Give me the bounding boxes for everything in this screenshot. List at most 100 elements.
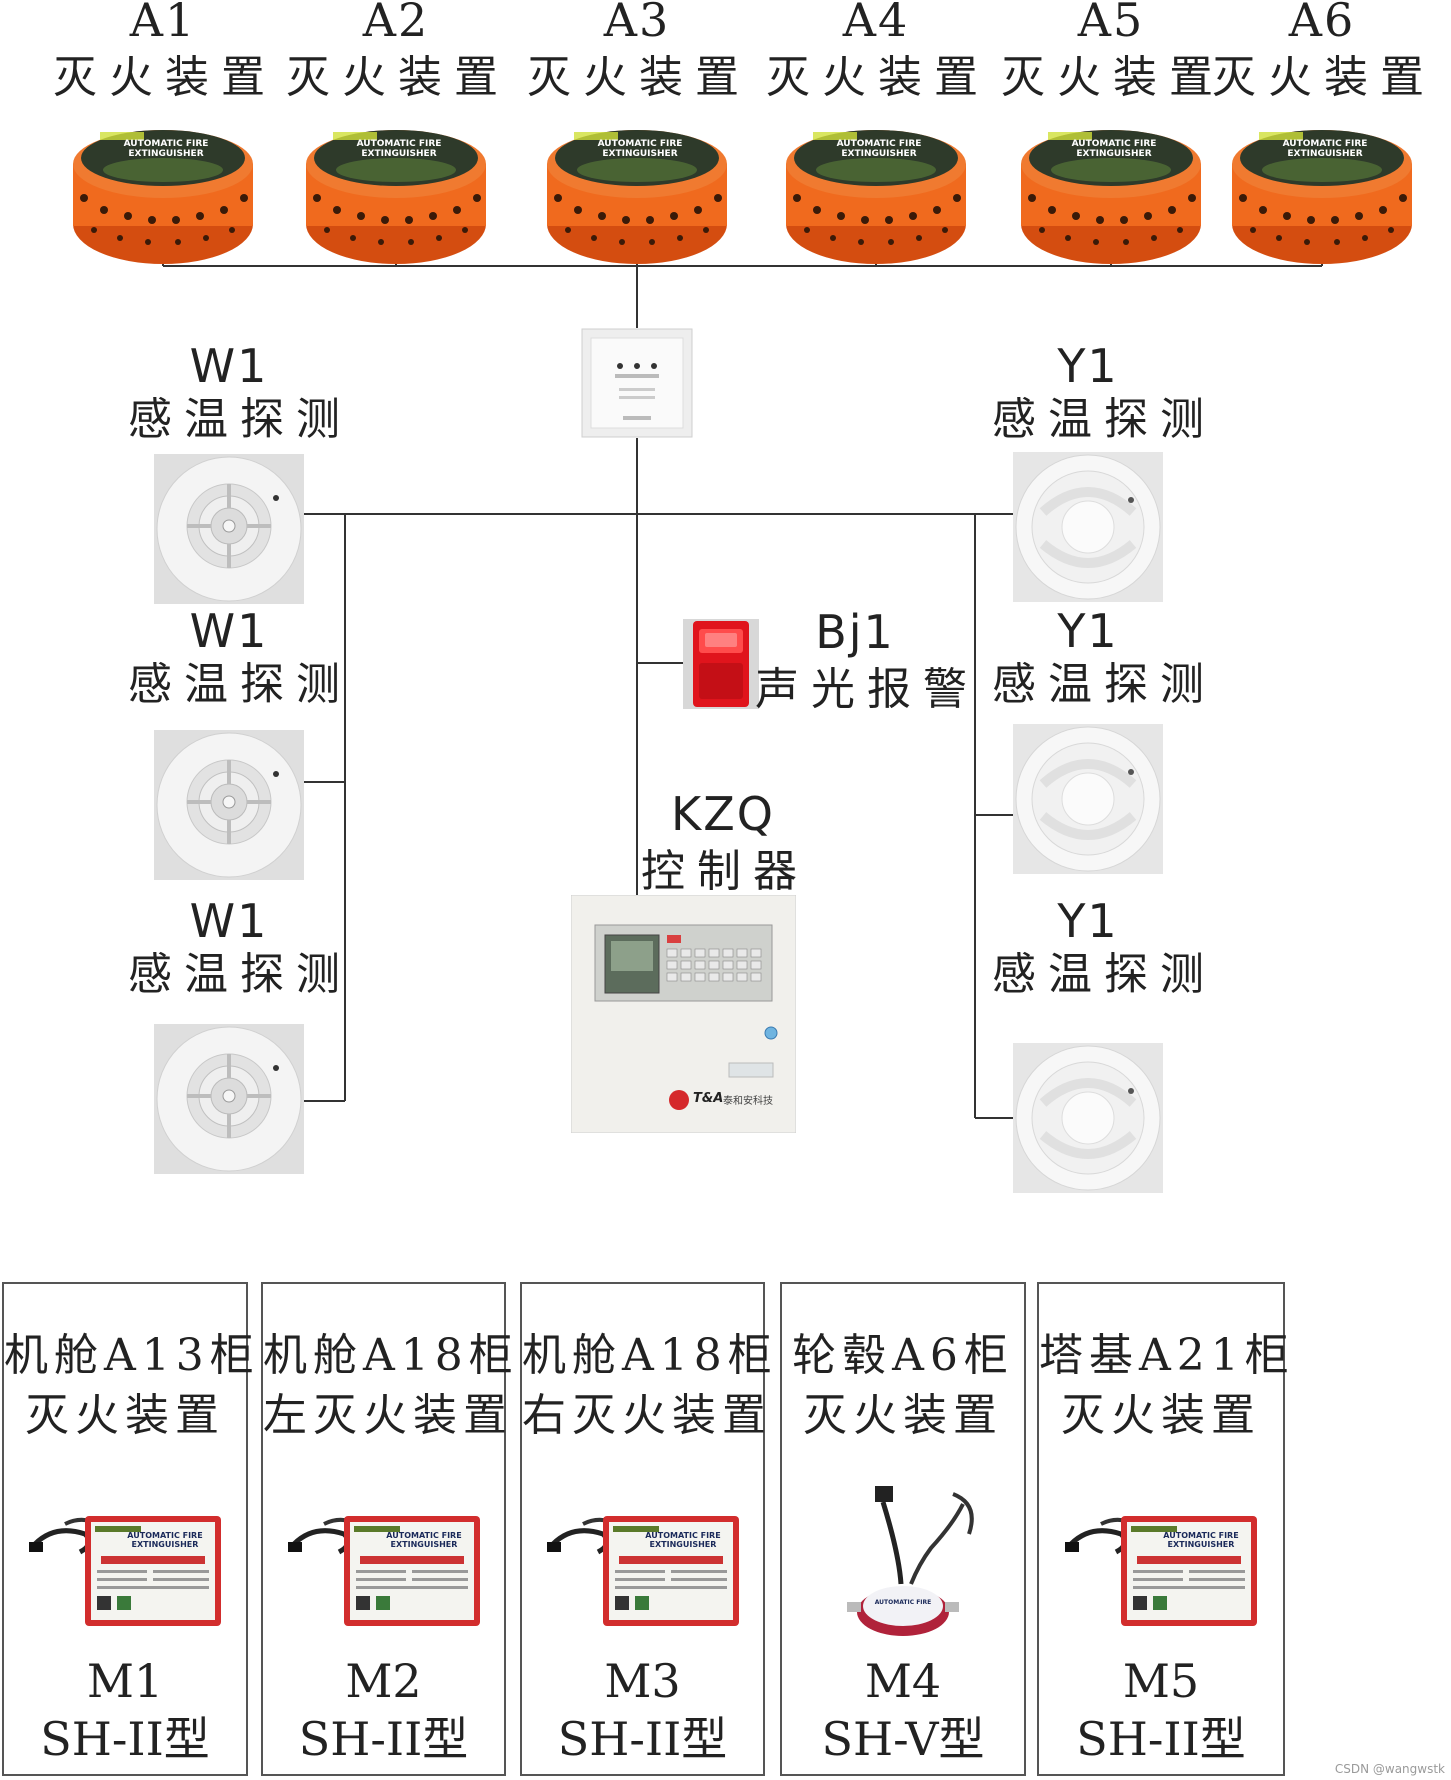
panel-device: AUTOMATIC FIRE EXTINGUISHER [25,1504,225,1638]
extinguisher-device: AUTOMATIC FIRE EXTINGUISHER [1018,112,1204,272]
extinguisher-code: A3 [603,0,671,47]
svg-text:EXTINGUISHER: EXTINGUISHER [649,1540,716,1549]
heat-detector-device [154,730,304,880]
svg-text:AUTOMATIC FIRE: AUTOMATIC FIRE [386,1531,461,1540]
extinguisher-code: A4 [842,0,910,47]
round-extinguisher-icon: AUTOMATIC FIRE EXTINGUISHER [547,130,727,264]
heat-detector-device [154,1024,304,1174]
alarm-label: 声光报警 [755,664,979,715]
panel-title: 机舱A13柜灭火装置 [4,1330,260,1441]
round-extinguisher-icon: AUTOMATIC FIRE EXTINGUISHER [73,130,253,264]
disc-extinguisher-icon: AUTOMATIC FIRE [847,1486,974,1636]
extinguisher-device: AUTOMATIC FIRE EXTINGUISHER [783,112,969,272]
controller-brand-cn: 泰和安科技 [723,1096,773,1107]
controller-code: KZQ [671,787,775,841]
controller-panel: T&A 泰和安科技 [570,894,797,1134]
extinguisher-device: AUTOMATIC FIRE EXTINGUISHER [303,112,489,272]
strobe-alarm-icon [683,619,759,709]
extinguisher-label: 灭火装置 [527,52,751,103]
controller-brand: T&A [693,1091,724,1106]
heat-detector-code: W1 [189,339,269,393]
panel-device: AUTOMATIC FIRE EXTINGUISHER [1061,1504,1261,1638]
device-panel: 机舱A13柜灭火装置 AUTOMATIC FIRE EXTINGUISHER M… [2,1282,260,1776]
svg-text:EXTINGUISHER: EXTINGUISHER [602,149,677,159]
panel-title: 轮毂A6柜灭火装置 [792,1330,1014,1441]
svg-text:AUTOMATIC FIRE: AUTOMATIC FIRE [645,1531,720,1540]
panel-device: AUTOMATIC FIRE EXTINGUISHER [543,1504,743,1638]
svg-text:AUTOMATIC FIRE: AUTOMATIC FIRE [127,1531,202,1540]
round-extinguisher-icon: AUTOMATIC FIRE EXTINGUISHER [306,130,486,264]
detector-code: Y1 [1057,339,1119,393]
io-module-icon [581,328,693,438]
extinguisher-label: 灭火装置 [766,52,990,103]
detector-icon [1013,1043,1163,1193]
device-panel: 机舱A18柜右灭火装置 AUTOMATIC FIRE EXTINGUISHER … [520,1282,778,1776]
panel-title: 塔基A21柜灭火装置 [1039,1330,1295,1441]
controller-panel-icon [570,894,797,1134]
extinguisher-code: A1 [129,0,197,47]
heat-detector-icon [154,454,304,604]
round-extinguisher-icon: AUTOMATIC FIRE EXTINGUISHER [1232,130,1412,264]
svg-text:EXTINGUISHER: EXTINGUISHER [390,1540,457,1549]
alarm-device [683,619,759,709]
detector-label: 感温探测 [992,949,1216,1000]
device-panel: 塔基A21柜灭火装置 AUTOMATIC FIRE EXTINGUISHER M… [1037,1282,1295,1776]
extinguisher-device: AUTOMATIC FIRE EXTINGUISHER [1229,112,1415,272]
extinguisher-label: 灭火装置 [1001,52,1225,103]
device-panel: 机舱A18柜左灭火装置 AUTOMATIC FIRE EXTINGUISHER … [261,1282,519,1776]
extinguisher-label: 灭火装置 [1212,52,1436,103]
extinguisher-code: A6 [1288,0,1356,47]
detector-label: 感温探测 [992,659,1216,710]
box-extinguisher-icon: AUTOMATIC FIRE EXTINGUISHER [29,1516,221,1626]
svg-text:EXTINGUISHER: EXTINGUISHER [361,149,436,159]
panel-title: 机舱A18柜右灭火装置 [522,1330,778,1441]
detector-device [1013,724,1163,874]
detector-icon [1013,724,1163,874]
detector-label: 感温探测 [992,394,1216,445]
heat-detector-label: 感温探测 [128,394,352,445]
round-extinguisher-icon: AUTOMATIC FIRE EXTINGUISHER [786,130,966,264]
svg-text:AUTOMATIC FIRE: AUTOMATIC FIRE [1283,139,1368,149]
heat-detector-device [154,454,304,604]
panel-title: 机舱A18柜左灭火装置 [263,1330,519,1441]
controller-label: 控制器 [641,846,809,897]
heat-detector-code: W1 [189,604,269,658]
heat-detector-icon [154,1024,304,1174]
extinguisher-code: A5 [1077,0,1145,47]
detector-device [1013,452,1163,602]
svg-text:EXTINGUISHER: EXTINGUISHER [1168,1540,1235,1549]
svg-text:EXTINGUISHER: EXTINGUISHER [841,149,916,159]
svg-text:AUTOMATIC FIRE: AUTOMATIC FIRE [837,139,922,149]
svg-text:EXTINGUISHER: EXTINGUISHER [1076,149,1151,159]
svg-text:AUTOMATIC FIRE: AUTOMATIC FIRE [124,139,209,149]
round-extinguisher-icon: AUTOMATIC FIRE EXTINGUISHER [1021,130,1201,264]
svg-text:EXTINGUISHER: EXTINGUISHER [128,149,203,159]
box-extinguisher-icon: AUTOMATIC FIRE EXTINGUISHER [287,1516,480,1626]
detector-icon [1013,452,1163,602]
extinguisher-label: 灭火装置 [53,52,277,103]
svg-text:AUTOMATIC FIRE: AUTOMATIC FIRE [1163,1531,1238,1540]
heat-detector-icon [154,730,304,880]
detector-device [1013,1043,1163,1193]
extinguisher-device: AUTOMATIC FIRE EXTINGUISHER [70,112,256,272]
extinguisher-code: A2 [362,0,430,47]
extinguisher-label: 灭火装置 [286,52,510,103]
panel-device: AUTOMATIC FIRE EXTINGUISHER [284,1504,484,1638]
detector-code: Y1 [1057,604,1119,658]
extinguisher-device: AUTOMATIC FIRE EXTINGUISHER [544,112,730,272]
alarm-code: Bj1 [815,605,895,659]
watermark: CSDN @wangwstk [1334,1762,1445,1776]
detector-code: Y1 [1057,894,1119,948]
svg-text:EXTINGUISHER: EXTINGUISHER [1287,149,1362,159]
svg-text:AUTOMATIC FIRE: AUTOMATIC FIRE [1072,139,1157,149]
heat-detector-label: 感温探测 [128,949,352,1000]
io-module [581,328,693,438]
svg-text:AUTOMATIC FIRE: AUTOMATIC FIRE [598,139,683,149]
panel-device: AUTOMATIC FIRE [803,1484,1003,1648]
